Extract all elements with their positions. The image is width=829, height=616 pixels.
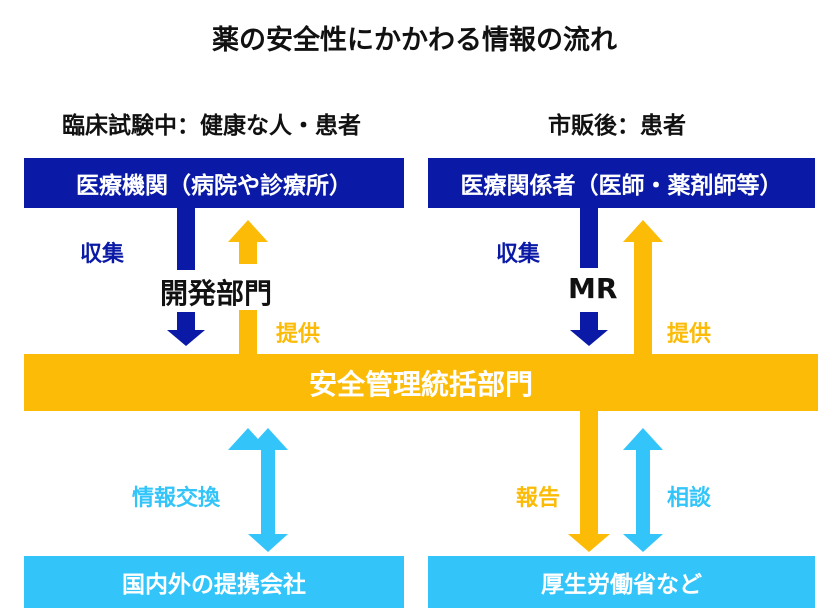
report-label: 報告 <box>516 486 561 511</box>
medical-institution-box: 医療機関（病院や診療所） <box>24 158 404 208</box>
mhlw-box: 厚生労働省など <box>428 556 815 608</box>
right-provide-arrow <box>623 220 663 356</box>
info-exchange-arrow <box>228 428 288 552</box>
right-collect-label: 収集 <box>496 242 541 267</box>
medical-professionals-box: 医療関係者（医師・薬剤師等） <box>428 158 815 208</box>
left-provide-arrow <box>228 220 268 356</box>
mr-label: MR <box>568 272 618 305</box>
consult-label: 相談 <box>667 486 712 511</box>
left-provide-label: 提供 <box>276 322 321 347</box>
right-section-heading: 市販後：患者 <box>548 113 686 139</box>
development-dept-label: 開発部門 <box>160 277 273 310</box>
right-collect-arrow <box>570 208 608 346</box>
safety-management-box: 安全管理統括部門 <box>24 354 818 411</box>
consult-arrow <box>623 428 663 552</box>
info-exchange-label: 情報交換 <box>132 486 221 511</box>
right-provide-label: 提供 <box>667 322 712 347</box>
left-collect-arrow <box>167 208 205 346</box>
left-section-heading: 臨床試験中：健康な人・患者 <box>62 113 361 139</box>
partner-companies-box: 国内外の提携会社 <box>24 556 404 608</box>
report-arrow <box>568 411 610 552</box>
left-collect-label: 収集 <box>80 242 125 267</box>
diagram-title: 薬の安全性にかかわる情報の流れ <box>212 25 617 56</box>
